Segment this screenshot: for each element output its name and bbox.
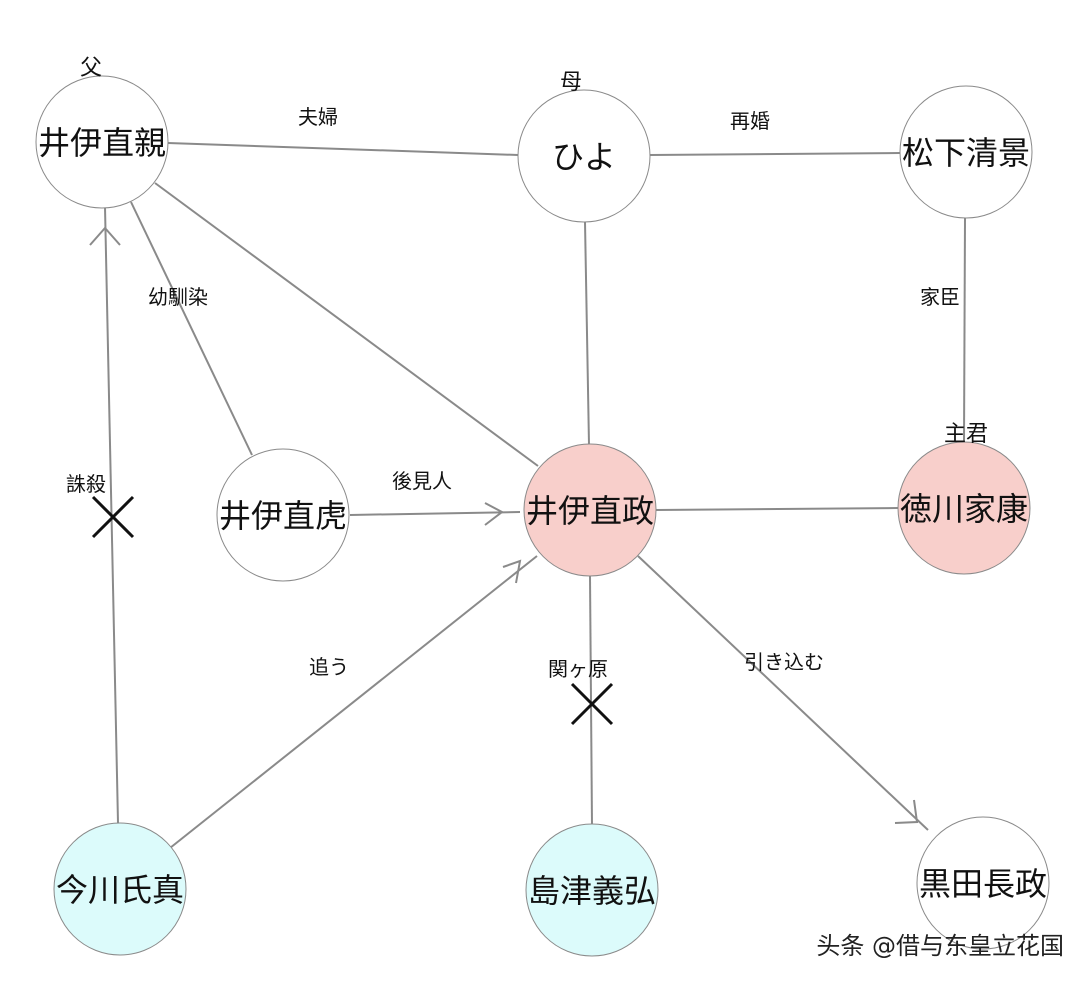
node-label: 井伊直虎 (219, 497, 347, 535)
edge-lord (655, 507, 899, 511)
watermark-text: 头条 @借与东皇立花国 (816, 932, 1064, 960)
edge-fuufu (167, 142, 519, 156)
node-label: 井伊直親 (38, 124, 166, 162)
edge-label-sekigahara: 関ヶ原 (548, 657, 608, 681)
arrowhead-ou (502, 559, 522, 584)
node-label: ひよ (552, 138, 616, 176)
node-naochika[interactable]: 井伊直親 (35, 75, 169, 209)
cross-mark-chusatsu (91, 495, 135, 539)
node-nagamasa[interactable]: 黒田長政 (916, 816, 1050, 950)
node-circle (897, 441, 1031, 575)
edge-ou (169, 555, 538, 849)
arrowhead-chusatsu (89, 226, 121, 246)
edge-hikikomu (637, 555, 929, 831)
node-label: 島津義弘 (528, 872, 656, 910)
cross-mark-sekigahara (570, 682, 614, 726)
node-naotora[interactable]: 井伊直虎 (216, 448, 350, 582)
node-label: 黒田長政 (919, 865, 1047, 903)
node-yoshihiro[interactable]: 島津義弘 (525, 823, 659, 957)
role-label-father: 父 (80, 56, 102, 81)
edge-label-hikikomu: 引き込む (744, 650, 824, 674)
node-circle (35, 75, 169, 209)
node-circle (916, 816, 1050, 950)
edge-osananajimi (130, 201, 253, 456)
node-circle (525, 823, 659, 957)
arrowhead-koukennin (484, 502, 504, 526)
edge-parent-naochika (154, 182, 539, 467)
node-label: 徳川家康 (900, 490, 1028, 528)
edge-label-ou: 追う (309, 655, 349, 679)
edge-label-koukennin: 後見人 (392, 469, 452, 493)
edge-label-kashin: 家臣 (920, 285, 960, 309)
node-circle (53, 822, 187, 956)
node-hiyo[interactable]: ひよ (517, 89, 651, 223)
node-ieyasu[interactable]: 徳川家康 (897, 441, 1031, 575)
node-label: 井伊直政 (526, 492, 654, 530)
role-label-mother: 母 (560, 70, 582, 95)
edge-kashin (963, 217, 966, 443)
node-circle (899, 85, 1033, 219)
node-label: 松下清景 (902, 134, 1030, 172)
edge-label-saikon: 再婚 (730, 109, 770, 133)
edge-koukennin (349, 511, 521, 516)
edge-label-fuufu: 夫婦 (298, 105, 338, 129)
node-ujizane[interactable]: 今川氏真 (53, 822, 187, 956)
node-circle (523, 443, 657, 577)
edge-saikon (649, 152, 901, 156)
node-circle (517, 89, 651, 223)
edge-label-osananajimi: 幼馴染 (148, 285, 208, 309)
arrowhead-hikikomu (894, 799, 919, 824)
node-kiyokage[interactable]: 松下清景 (899, 85, 1033, 219)
role-label-lord: 主君 (944, 422, 988, 447)
node-circle (216, 448, 350, 582)
edge-label-chusatsu: 誅殺 (66, 472, 106, 496)
edge-parent-hiyo (584, 221, 590, 446)
node-naomasa[interactable]: 井伊直政 (523, 443, 657, 577)
node-label: 今川氏真 (56, 871, 184, 909)
